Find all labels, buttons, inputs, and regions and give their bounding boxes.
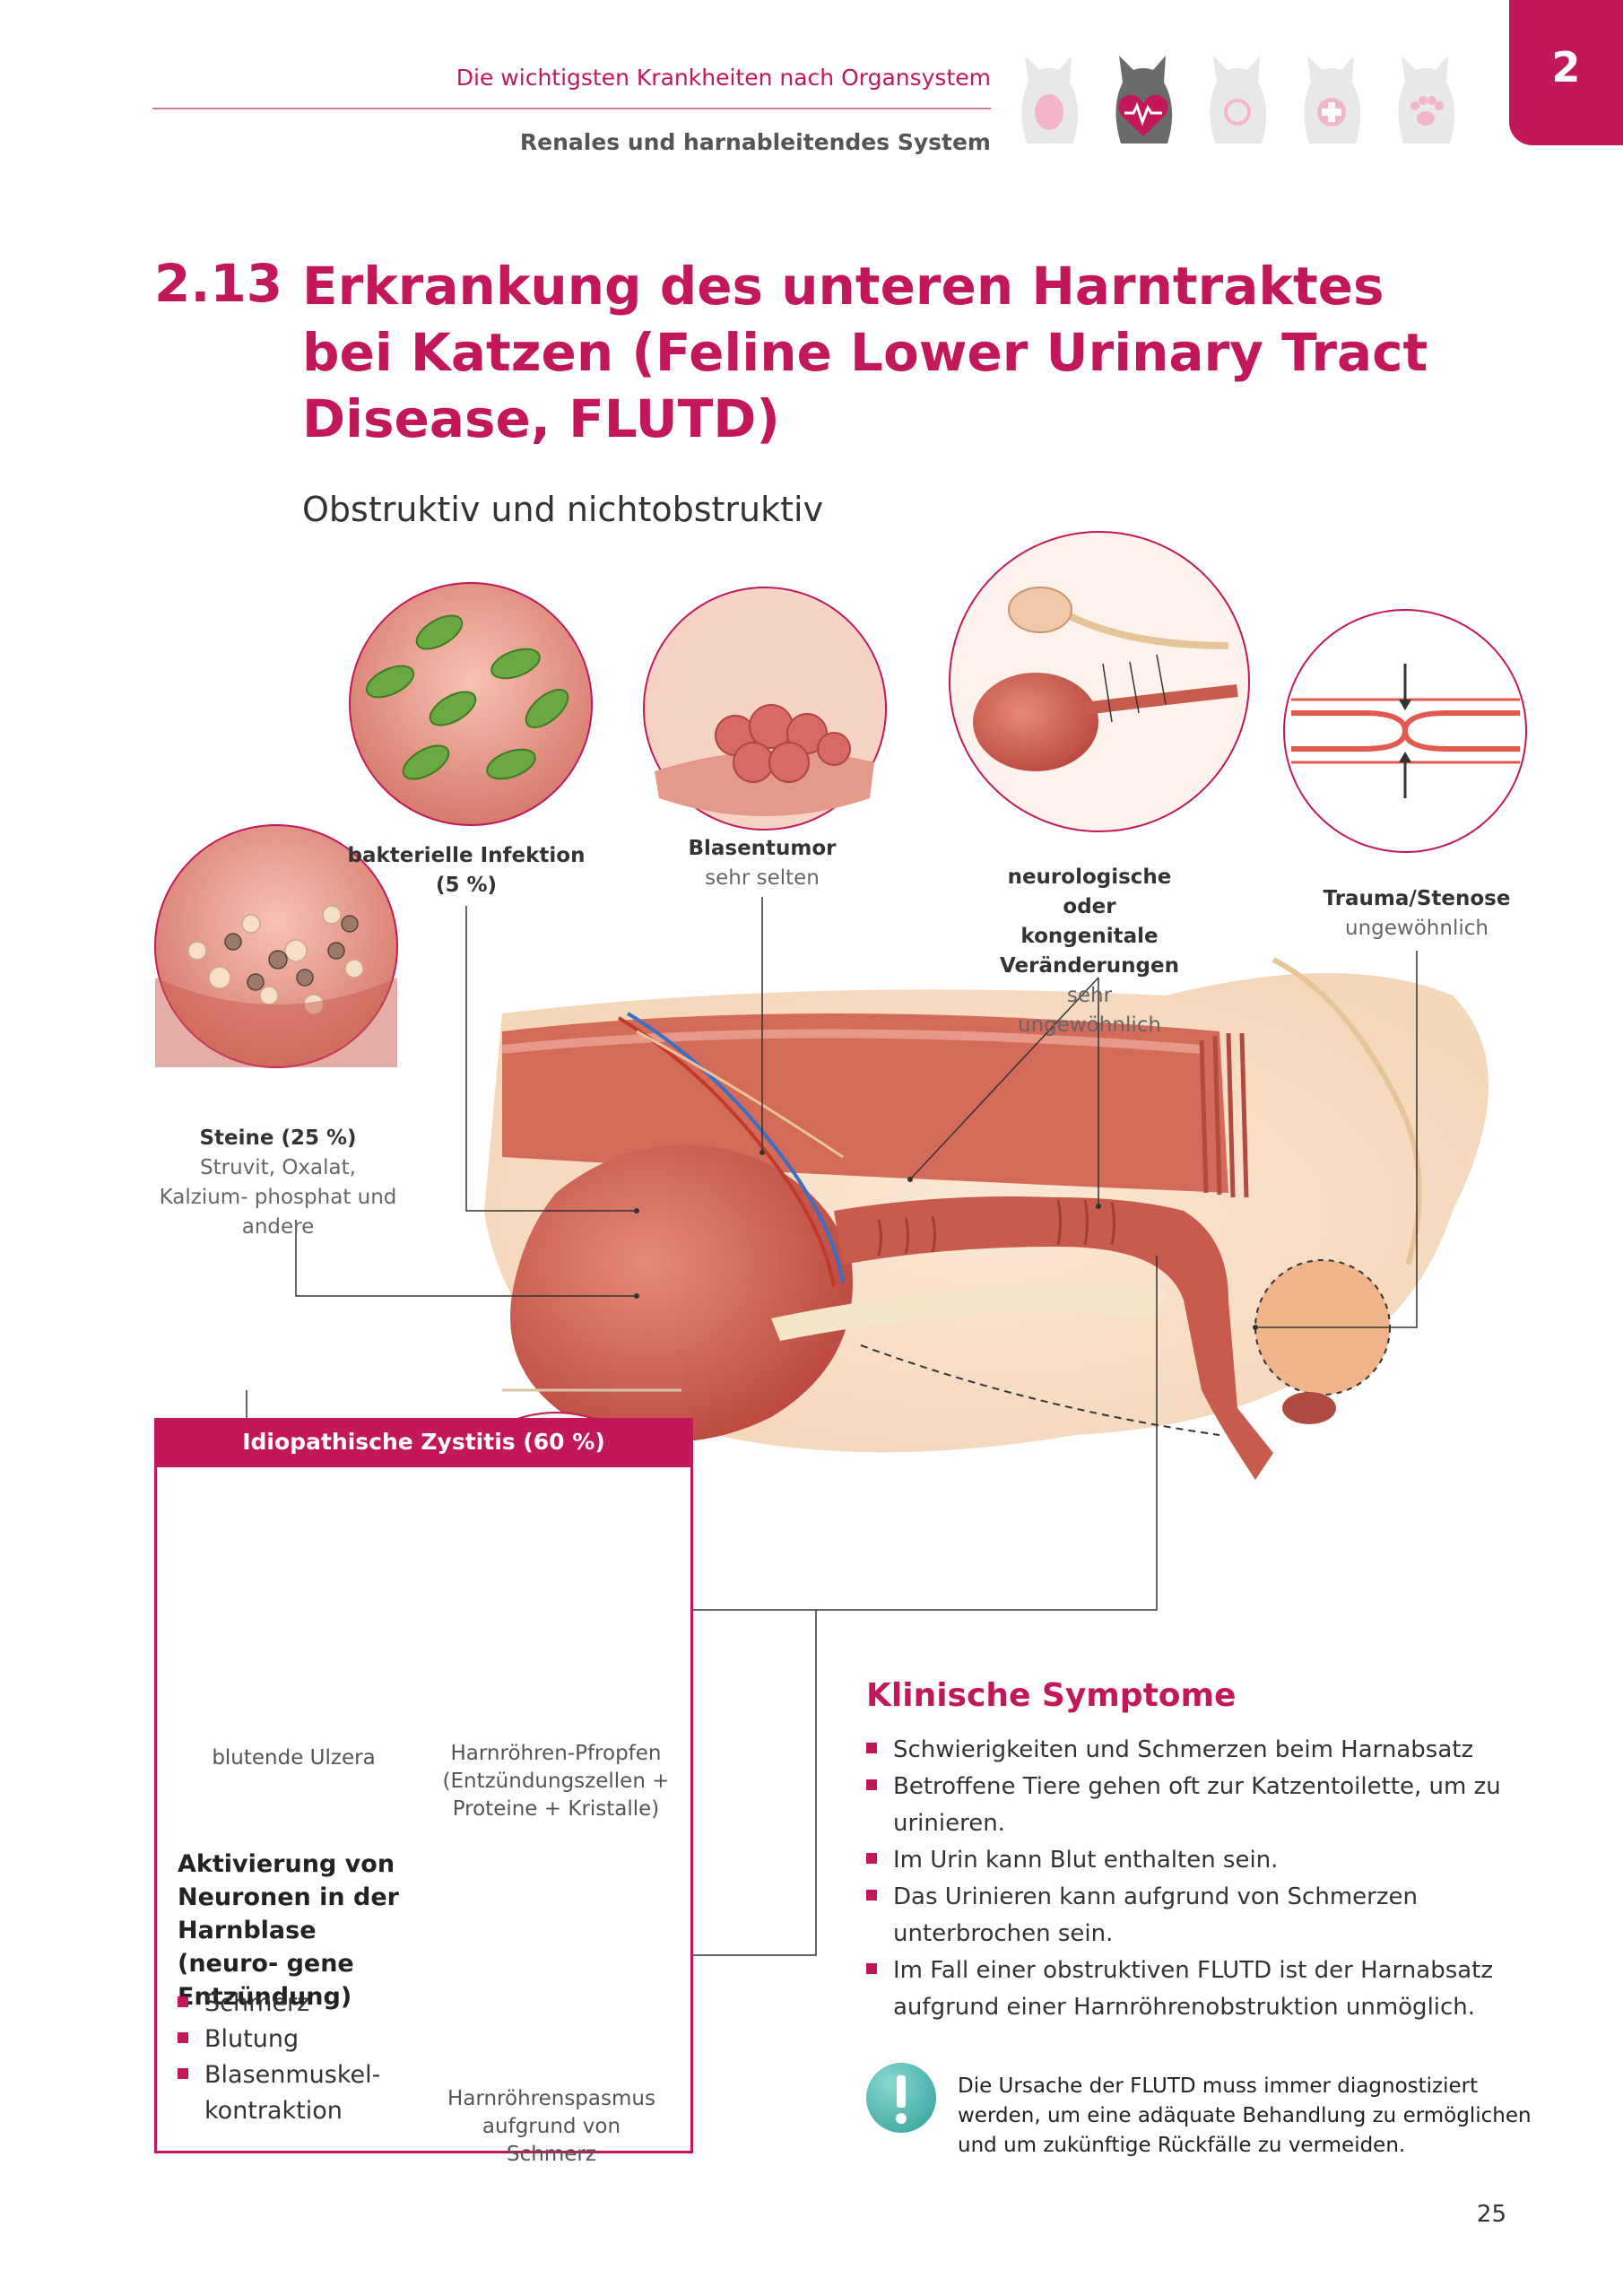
label-stones: Steine (25 %) Struvit, Oxalat, Kalzium- … bbox=[157, 1124, 399, 1242]
bacterial-detail: (5 %) bbox=[435, 874, 498, 897]
list-item: Blasenmuskel- kontraktion bbox=[178, 2057, 420, 2129]
trauma-name: Trauma/Stenose bbox=[1323, 887, 1511, 910]
list-item: Betroffene Tiere gehen oft zur Katzentoi… bbox=[866, 1769, 1512, 1842]
neuro-detail: sehr ungewöhnlich bbox=[1018, 984, 1161, 1037]
cat-kidney-icon bbox=[1021, 56, 1079, 144]
section-number: 2.13 bbox=[154, 253, 283, 314]
section-title: Erkrankung des unteren Harntraktes bei K… bbox=[302, 256, 1428, 449]
cat-virus-icon bbox=[1210, 56, 1267, 144]
plug-caption: Harnröhren-Pfropfen (Entzündungszellen +… bbox=[442, 1742, 670, 1821]
list-item: Schmerz bbox=[178, 1986, 420, 2022]
list-item: Im Fall einer obstruktiven FLUTD ist der… bbox=[866, 1952, 1512, 2026]
tumor-name: Blasentumor bbox=[688, 837, 837, 860]
idiopathic-title: Idiopathische Zystitis (60 %) bbox=[242, 1429, 605, 1455]
stones-detail: Struvit, Oxalat, Kalzium- phosphat und a… bbox=[159, 1156, 397, 1239]
list-item: Das Urinieren kann aufgrund von Schmerze… bbox=[866, 1879, 1512, 1952]
running-header-subcategory: Renales und harnableitendes System bbox=[519, 129, 991, 155]
list-item: Im Urin kann Blut enthalten sein. bbox=[866, 1842, 1512, 1879]
neuron-activation-list: Schmerz Blutung Blasenmuskel- kontraktio… bbox=[178, 1986, 420, 2129]
running-header-category: Die wichtigsten Krankheiten nach Organsy… bbox=[456, 65, 991, 91]
chapter-tab: 2 bbox=[1509, 0, 1623, 145]
tumor-detail: sehr selten bbox=[705, 866, 820, 890]
diagnosis-note: Die Ursache der FLUTD muss immer diagnos… bbox=[958, 2074, 1532, 2157]
trauma-detail: ungewöhnlich bbox=[1345, 917, 1488, 940]
spasm-caption: Harnröhrenspasmus aufgrund von Schmerz bbox=[447, 2087, 655, 2166]
cat-paw-icon bbox=[1398, 56, 1455, 144]
idiopathic-box bbox=[154, 1418, 693, 2153]
chapter-number: 2 bbox=[1551, 43, 1581, 91]
neuron-activation-title: Aktivierung von Neuronen in der Harnblas… bbox=[178, 1850, 399, 2011]
label-bacterial-infection: bakterielle Infektion (5 %) bbox=[332, 841, 601, 900]
list-item: Blutung bbox=[178, 2022, 420, 2057]
stones-name: Steine (25 %) bbox=[199, 1126, 357, 1150]
cat-cross-icon bbox=[1304, 56, 1361, 144]
section-subtitle: Obstruktiv und nichtobstruktiv bbox=[302, 490, 824, 529]
idiopathic-header: Idiopathische Zystitis (60 %) bbox=[154, 1418, 693, 1467]
header-divider bbox=[152, 108, 991, 109]
label-neurological: neurologische oder kongenitale Veränderu… bbox=[995, 863, 1184, 1040]
clinical-symptoms-list: Schwierigkeiten und Schmerzen beim Harna… bbox=[866, 1732, 1512, 2026]
page-number: 25 bbox=[1476, 2201, 1506, 2228]
list-item: Schwierigkeiten und Schmerzen beim Harna… bbox=[866, 1732, 1512, 1769]
exclamation-icon bbox=[866, 2063, 936, 2133]
neuro-name: neurologische oder kongenitale Veränderu… bbox=[1000, 865, 1179, 978]
clinical-symptoms-title: Klinische Symptome bbox=[866, 1677, 1237, 1714]
label-bladder-tumor: Blasentumor sehr selten bbox=[646, 834, 879, 893]
bacterial-name: bakterielle Infektion bbox=[347, 844, 586, 867]
label-trauma-stenosis: Trauma/Stenose ungewöhnlich bbox=[1300, 884, 1533, 944]
cat-heart-icon bbox=[1115, 56, 1173, 144]
ulcer-caption: blutende Ulzera bbox=[212, 1746, 376, 1770]
